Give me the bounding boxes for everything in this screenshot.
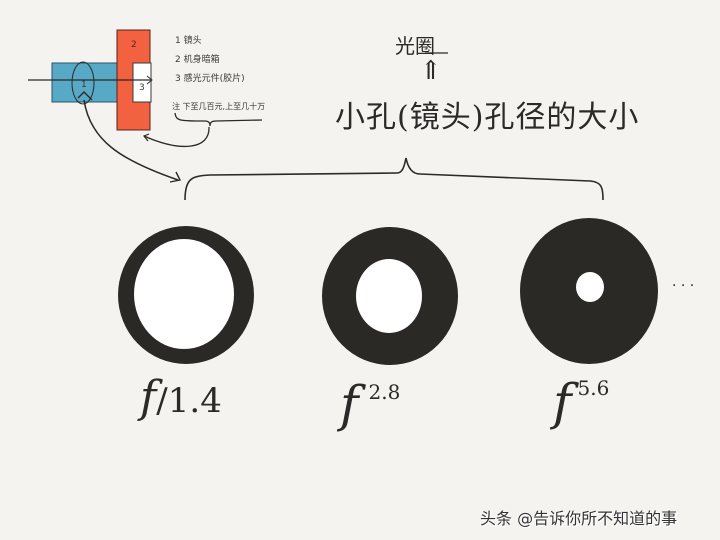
aperture-opening [134, 239, 234, 349]
f-value: 2.8 [368, 380, 401, 404]
legend-item-lens: 1 镜头 [175, 36, 202, 46]
aperture-disc [118, 226, 254, 364]
brace-arrowhead [169, 171, 182, 183]
fnumber-label-1-4: f/1.4 [140, 372, 222, 423]
aperture-disc [322, 227, 458, 365]
aperture-opening [576, 272, 604, 302]
main-caption: 小孔(镜头)孔径的大小 [335, 100, 640, 135]
f-symbol: f [553, 373, 572, 431]
f-symbol: f [340, 375, 359, 433]
aperture-label: 光圈 [395, 34, 435, 58]
f-value: /1.4 [156, 381, 222, 421]
note-arrowhead [143, 133, 150, 142]
f-value: 5.6 [577, 376, 610, 400]
fnumber-label-2-8: f 2.8 [340, 375, 400, 433]
sensor-film [132, 62, 152, 103]
note-to-body-arrow [143, 126, 210, 148]
aperture-f1-4 [116, 225, 256, 365]
legend-item-body: 2 机身暗箱 [175, 55, 220, 65]
aperture-opening [356, 259, 422, 333]
aperture-f5-6 [518, 217, 660, 365]
note-brace [174, 112, 263, 127]
ellipsis: · · · [672, 278, 695, 294]
f-symbol: f [140, 372, 157, 423]
optical-axis-arrowhead [146, 75, 153, 85]
lens-arrowhead [77, 91, 93, 101]
aperture-f2-8 [320, 227, 460, 367]
sensor-label: 3 [139, 83, 145, 93]
legend-item-sensor: 3 感光元件(胶片) [175, 74, 245, 84]
aperture-disc [520, 218, 658, 364]
aperture-brace [184, 157, 604, 201]
lens-tube [51, 62, 120, 103]
price-note: 注 下至几百元,上至几十万 [172, 102, 266, 111]
lens-to-brace-arrow [83, 99, 179, 181]
lens-element [71, 61, 95, 105]
watermark: 头条 @告诉你所不知道的事 [480, 509, 678, 528]
body-label: 2 [131, 40, 137, 50]
lens-label: 1 [81, 80, 87, 90]
up-arrow-icon: ⇑ [420, 56, 442, 86]
